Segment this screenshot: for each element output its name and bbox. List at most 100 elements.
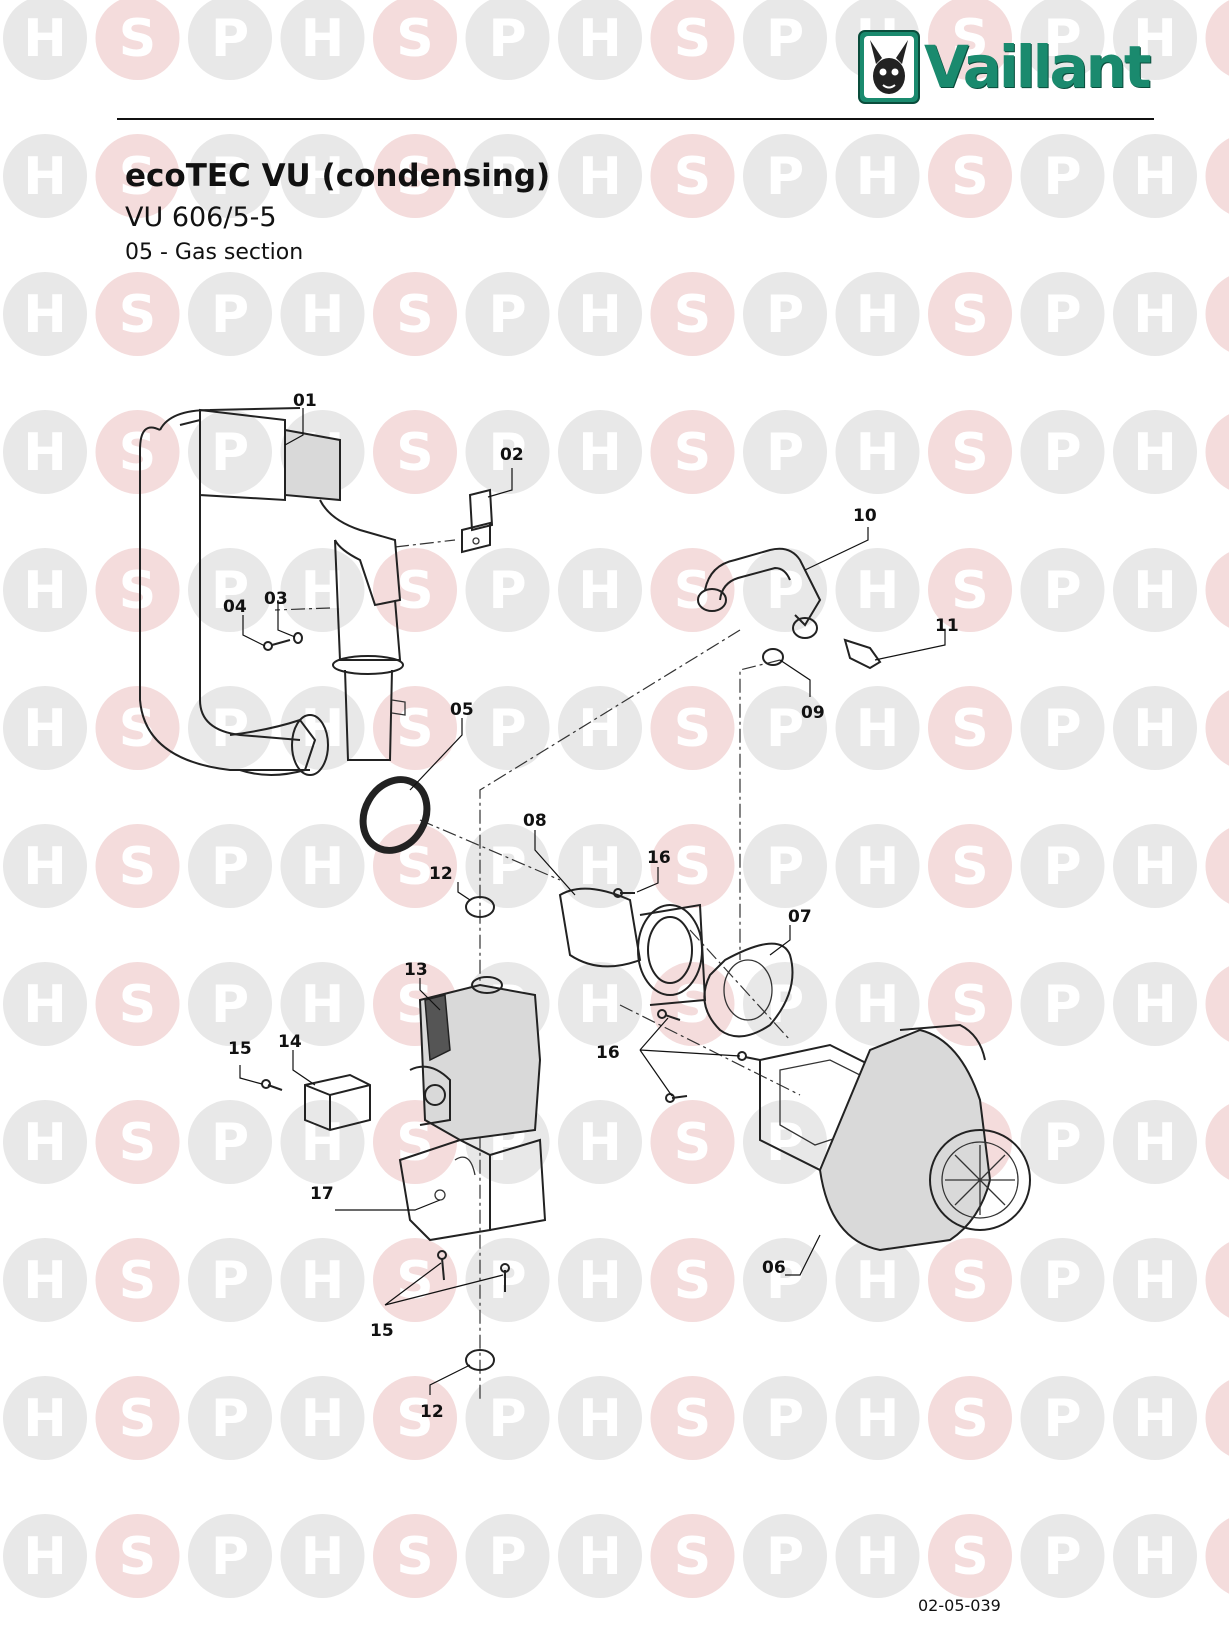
watermark-circle [1205, 1104, 1229, 1180]
vaillant-logo: Vaillant [858, 30, 1156, 106]
watermark-circle [835, 962, 920, 1046]
watermark-circle [373, 686, 457, 770]
watermark-circle [280, 134, 365, 218]
callout-09: 09 [801, 703, 825, 723]
watermark-letter: H [578, 285, 622, 345]
watermark-circle [650, 0, 735, 80]
watermark-letter: S [396, 147, 433, 207]
watermark-letter: P [488, 1251, 526, 1311]
watermark-letter: P [1043, 1389, 1081, 1449]
watermark-letter: H [578, 1113, 622, 1173]
watermark-letter: P [766, 423, 804, 483]
watermark-letter: P [766, 699, 804, 759]
watermark-letter: H [856, 837, 900, 897]
watermark-circle [280, 686, 365, 770]
watermark-circle [373, 1376, 457, 1460]
watermark-circle [1020, 134, 1105, 218]
watermark-circle [650, 410, 735, 494]
callout-15-top: 15 [228, 1039, 252, 1059]
watermark-circle [1113, 824, 1197, 908]
callout-16-middle: 16 [596, 1043, 620, 1063]
watermark-circle [465, 410, 550, 494]
watermark-circle [928, 824, 1012, 908]
watermark-letter: P [488, 1527, 526, 1587]
watermark-circle [835, 272, 920, 356]
callout-17: 17 [310, 1184, 334, 1204]
watermark-letter: S [396, 699, 433, 759]
watermark-circle [280, 1514, 365, 1598]
watermark-letter: H [23, 9, 67, 69]
watermark-circle [373, 1238, 457, 1322]
watermark-letter: S [119, 285, 156, 345]
watermark-letter: P [766, 1389, 804, 1449]
watermark-letter: P [766, 837, 804, 897]
watermark-circle [465, 272, 550, 356]
watermark-letter: H [578, 147, 622, 207]
watermark-letter: P [488, 561, 526, 621]
watermark-circle [95, 134, 180, 218]
watermark-letter: P [1043, 561, 1081, 621]
watermark-circle [95, 824, 180, 908]
callout-03: 03 [264, 589, 288, 609]
watermark-circle [373, 0, 457, 80]
watermark-circle [1020, 272, 1105, 356]
watermark-circle [928, 272, 1012, 356]
watermark-circle [650, 1514, 735, 1598]
watermark-circle [835, 548, 920, 632]
watermark-letter: S [119, 9, 156, 69]
watermark-circle [1113, 686, 1197, 770]
watermark-letter: H [301, 147, 345, 207]
watermark-letter: P [1043, 699, 1081, 759]
watermark-letter: H [578, 837, 622, 897]
watermark-circle [95, 1376, 180, 1460]
leader-lines [239, 408, 946, 1395]
watermark-circle [928, 410, 1012, 494]
watermark-circle [558, 272, 642, 356]
watermark-letter: S [674, 423, 711, 483]
watermark-circle [188, 548, 272, 632]
watermark-letter: H [1133, 975, 1177, 1035]
watermark-letter: P [1043, 423, 1081, 483]
watermark-circle [188, 134, 272, 218]
watermark-circle [558, 548, 642, 632]
watermark-letter: H [301, 975, 345, 1035]
watermark-circle [188, 1238, 272, 1322]
watermark-letter: H [856, 1251, 900, 1311]
part-01-air-intake-pipe [139, 407, 406, 776]
watermark-circle [1020, 824, 1105, 908]
watermark-circle [1020, 962, 1105, 1046]
watermark-letter: H [578, 975, 622, 1035]
brand-name: Vaillant [924, 33, 1152, 101]
watermark-circle [1205, 276, 1229, 352]
watermark-letter: P [211, 1389, 249, 1449]
part-06-fan [759, 1023, 1031, 1252]
watermark-circle [928, 686, 1012, 770]
part-14-ignition-unit [304, 1073, 371, 1132]
watermark-letter: P [211, 837, 249, 897]
watermark-circle [1113, 548, 1197, 632]
watermark-letter: S [119, 837, 156, 897]
watermark-letter: S [951, 423, 988, 483]
callout-05: 05 [450, 700, 474, 720]
watermark-circle [1113, 410, 1197, 494]
callout-12-top: 12 [429, 864, 453, 884]
watermark-letter: H [301, 1113, 345, 1173]
watermark-letter: H [23, 1389, 67, 1449]
watermark-circle [280, 272, 365, 356]
watermark-circle [3, 686, 87, 770]
part-03-04-screw-washer [263, 632, 303, 651]
watermark-letter: H [1133, 561, 1177, 621]
watermark-letter: H [23, 1527, 67, 1587]
watermark-circle [928, 1514, 1012, 1598]
watermark-circle [835, 134, 920, 218]
callout-14: 14 [278, 1032, 302, 1052]
page-title: ecoTEC VU (condensing) [125, 158, 551, 194]
watermark-letter: H [301, 1389, 345, 1449]
callout-04: 04 [223, 597, 247, 617]
watermark-letter: H [23, 837, 67, 897]
watermark-circle [3, 1238, 87, 1322]
watermark-circle [373, 1514, 457, 1598]
watermark-letter: H [1133, 147, 1177, 207]
watermark-letter: P [211, 285, 249, 345]
